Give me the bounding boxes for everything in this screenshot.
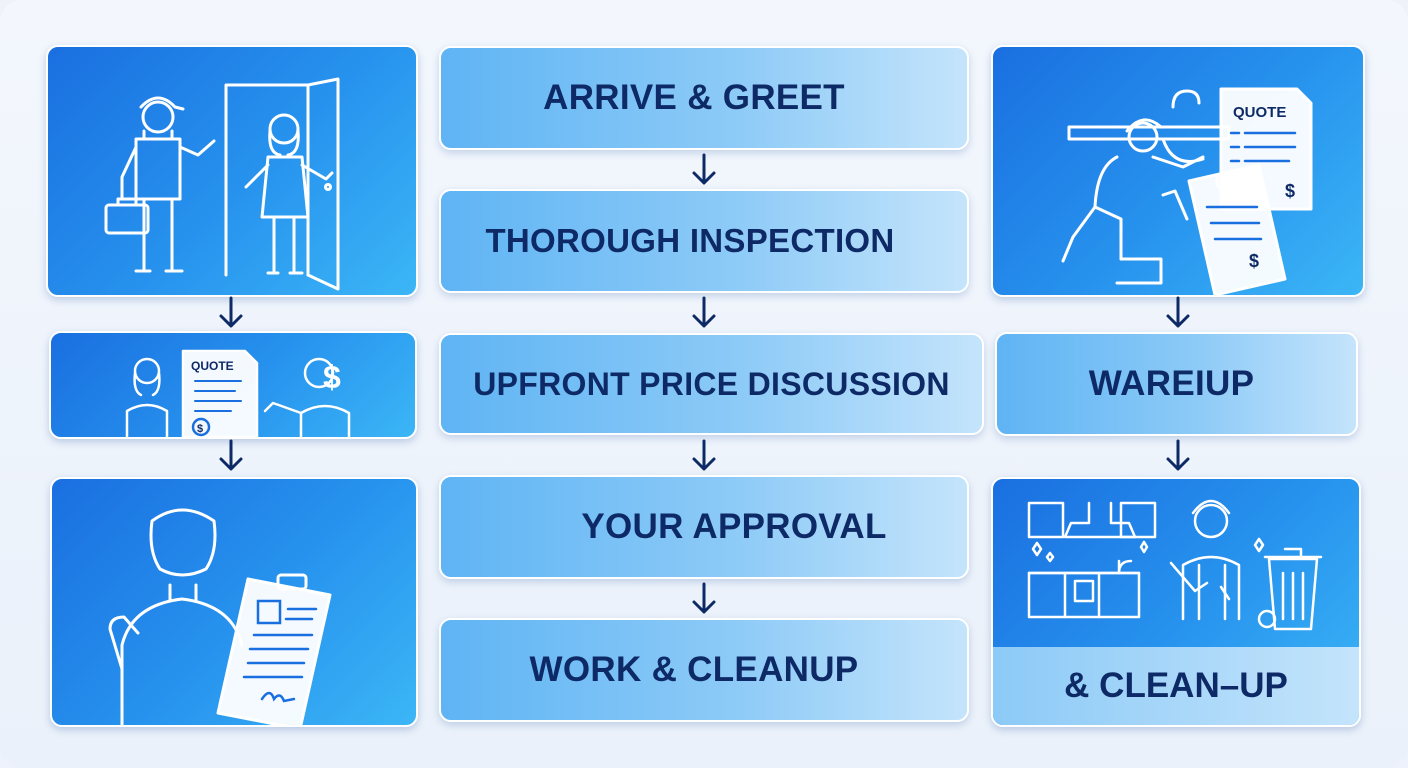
price-discussion-illustration: QUOTE $ $ [49,331,417,439]
step-label: THOROUGH INSPECTION [485,222,895,259]
kitchen-cleanup-icon [1027,499,1323,631]
cleanup-label: & CLEAN–UP [993,647,1359,725]
arrow-down-icon [1165,439,1191,473]
dollar-sign: $ [197,423,203,435]
plumber-quote-icon: QUOTE $ $ [1061,87,1313,295]
step-your-approval: YOUR APPROVAL [439,475,969,579]
step-label: YOUR APPROVAL [581,507,887,546]
arrow-down-icon [218,296,244,330]
step-label: UPFRONT PRICE DISCUSSION [473,365,950,402]
arrive-greet-illustration [46,45,418,297]
arrow-down-icon [691,153,717,187]
arrow-down-icon [691,582,717,616]
technician-door-icon [104,77,340,291]
quote-label: QUOTE [191,359,234,373]
step-label: ARRIVE & GREET [543,78,845,117]
step-label: WAREIUP [1088,364,1255,403]
dollar-sign: $ [1249,251,1259,271]
step-thorough-inspection: THOROUGH INSPECTION [439,189,969,293]
arrow-down-icon [1165,296,1191,330]
arrow-down-icon [218,439,244,473]
arrow-down-icon [691,296,717,330]
inspection-quote-illustration: QUOTE $ $ [991,45,1365,297]
dollar-sign: $ [1285,181,1295,201]
quote-label: QUOTE [1233,104,1286,121]
step-upfront-price-discussion: UPFRONT PRICE DISCUSSION [439,333,984,435]
arrow-down-icon [691,439,717,473]
step-work-cleanup: WORK & CLEANUP [439,618,969,722]
step-label: WORK & CLEANUP [529,650,859,689]
dollar-sign-large: $ [323,359,341,395]
step-arrive-greet: ARRIVE & GREET [439,46,969,150]
step-wrap-up: WAREIUP [995,332,1358,436]
cleanup-illustration: & CLEAN–UP [991,477,1361,727]
quote-discussion-icon: QUOTE $ $ [125,349,351,437]
customer-clipboard-icon [108,508,332,725]
approval-illustration [50,477,418,727]
